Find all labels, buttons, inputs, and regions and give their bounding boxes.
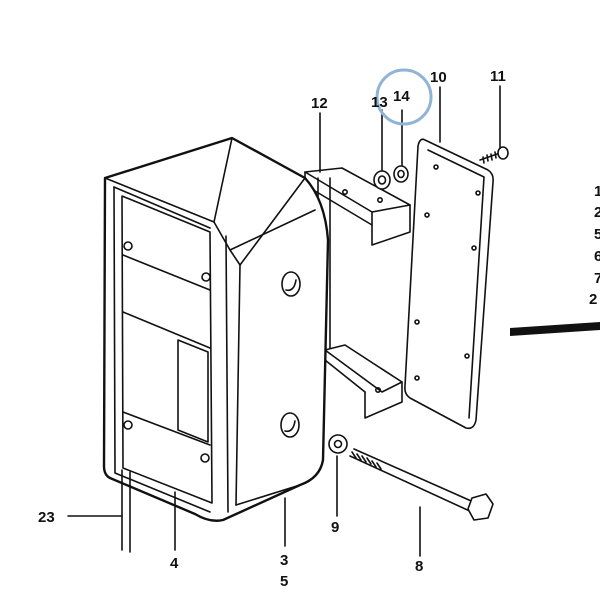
screw <box>479 146 509 164</box>
callout-10: 10 <box>430 69 447 86</box>
callout-1: 1 <box>594 183 600 200</box>
leader-lines <box>67 85 501 557</box>
bolt-8 <box>349 448 494 521</box>
housing-box <box>102 136 330 522</box>
callout-4: 4 <box>170 555 179 572</box>
callout-2-a: 2 <box>594 204 600 221</box>
washer-9 <box>328 434 348 454</box>
nut-14 <box>393 165 409 183</box>
callout-11: 11 <box>490 68 506 85</box>
callout-23: 23 <box>38 509 55 526</box>
callout-13: 13 <box>371 94 388 111</box>
highlight-circle <box>375 68 433 126</box>
callout-7: 7 <box>594 270 600 287</box>
callout-6: 6 <box>594 248 600 265</box>
callout-labels: 12 13 14 10 11 23 4 3 5 9 8 1 2 5 6 7 2 <box>38 68 600 590</box>
mounting-bracket <box>304 167 411 419</box>
callout-8: 8 <box>415 558 423 575</box>
washer-13 <box>373 170 391 190</box>
conduit-23 <box>121 469 131 553</box>
callout-9: 9 <box>331 519 339 536</box>
callout-2-b: 2 <box>589 291 597 308</box>
callout-5-right: 5 <box>594 226 600 243</box>
callout-3: 3 <box>280 552 288 569</box>
direction-arrow <box>510 322 600 336</box>
callout-14: 14 <box>393 88 410 105</box>
callout-5: 5 <box>280 573 288 590</box>
cover-plate <box>404 138 494 430</box>
callout-12: 12 <box>311 95 328 112</box>
